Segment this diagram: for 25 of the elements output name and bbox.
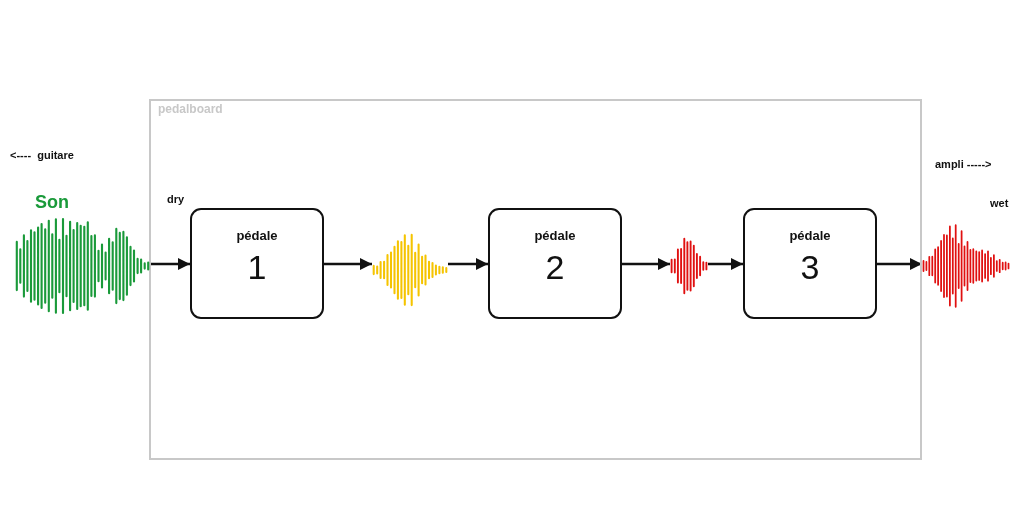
note-text: <---- guitare xyxy=(10,149,74,161)
note-text: dry xyxy=(167,193,185,205)
waveform-drawing xyxy=(372,233,448,307)
box-title: pédale xyxy=(235,228,279,243)
waveform-drawing xyxy=(670,236,708,296)
process-box xyxy=(488,208,622,319)
process-box xyxy=(743,208,877,319)
arrow xyxy=(622,257,670,271)
arrow xyxy=(150,257,190,271)
process-box xyxy=(190,208,324,319)
waveform-drawing xyxy=(922,224,1010,308)
box-number: 1 xyxy=(246,248,268,287)
box-number: 3 xyxy=(799,248,821,287)
arrow xyxy=(877,257,922,271)
note-text: wet xyxy=(990,197,1009,209)
box-number: 2 xyxy=(544,248,566,287)
group-frame xyxy=(149,99,922,460)
arrow xyxy=(324,257,372,271)
box-title: pédale xyxy=(533,228,577,243)
waveform-caption: Son xyxy=(35,192,69,213)
arrow xyxy=(448,257,488,271)
arrow xyxy=(708,257,743,271)
waveform-drawing xyxy=(15,218,150,314)
note-text: ampli -----> xyxy=(935,158,992,170)
box-title: pédale xyxy=(788,228,832,243)
